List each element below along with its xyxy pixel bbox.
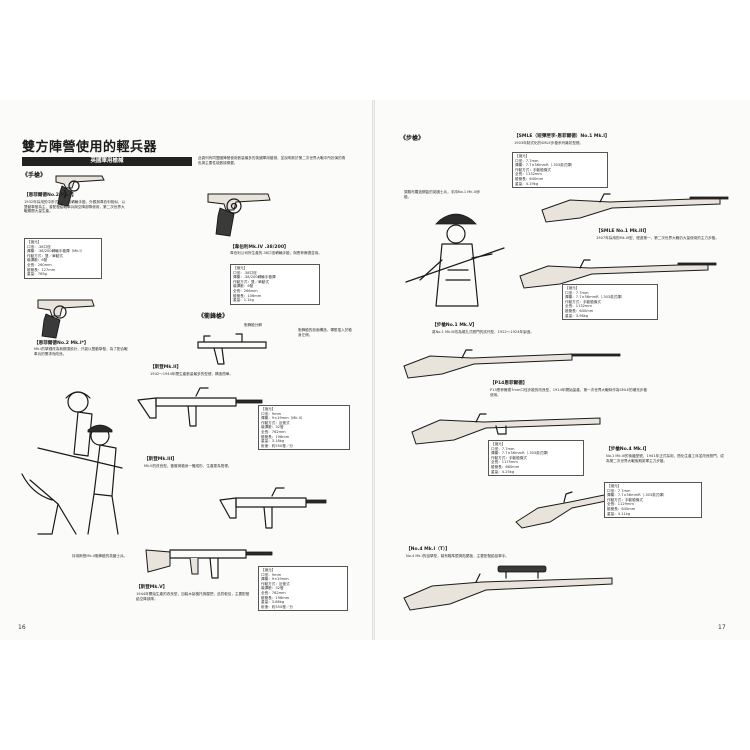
no4mk1-desc: No.1 Mk.III的後繼型號，1941年正式採用，簡化生產工序並改良照門，成…: [606, 454, 724, 463]
p14-specs: 【諸元】 口徑：7.7mm 彈藥：7.7×56mmR（.303英式彈） 作動方式…: [488, 440, 584, 477]
sten-cutaway-illustration: [197, 333, 267, 365]
sten-mk2-desc: 1942～1944年間生產數量最多的型號，構造簡單。: [150, 372, 233, 376]
enfield-no2-mk1star-desc: Mk.I的擊錘改為無鋼頂設計，只能以雙動擊發，為了配合戰車兵的需求而改良。: [34, 347, 128, 356]
p14-desc: P13恩菲爾德7mm口徑步槍的改良型，1914年開始量產，第一次世界大戰時作為S…: [490, 388, 648, 397]
smle-no1mk1-desc: 1903年制式化的SMLE步槍系列最初型號。: [514, 141, 584, 145]
no4mk1t-illustration: [403, 565, 613, 611]
smle-no1mk3-specs: 【諸元】 口徑：7.7mm 彈藥：7.7×56mmR（.303英式彈） 作動方式…: [562, 284, 658, 321]
no1mk5-illustration: [403, 349, 621, 379]
no1mk5-desc: 將No.1 Mk.III改為覘孔式照門的試作型，1922～1924年製造。: [432, 330, 534, 334]
smle-no1mk1-illustration: [541, 193, 729, 223]
smle-no1mk3-desc: 1907年採用的Mk.III型，經過第一、第二次世界大戰仍大量使用的主力步槍。: [596, 236, 719, 240]
sten-cutaway-label: 衝鋒槍分解: [244, 323, 262, 327]
sten-mk3-illustration: [219, 487, 327, 529]
enfield-no2-mk1star-label: 【恩菲爾德No.2 Mk.I*】: [34, 341, 89, 346]
sten-mk5-desc: 1944年開始生產的改良型，加裝木製槍托與握把，品質較佳，主要配發給空降部隊。: [136, 592, 250, 601]
smle-no1mk3-illustration: [519, 259, 717, 289]
no4mk1-label: 【步槍No.4 Mk.I】: [606, 447, 649, 452]
no1mk5-label: 【步槍No.1 Mk.V】: [432, 323, 477, 328]
webley-revolver-illustration: [207, 193, 271, 237]
webley-desc: 韋伯利公司所生產的.38口徑轉輪手槍，與恩菲爾德並用。: [230, 251, 322, 255]
sten-mk5-illustration: [145, 549, 273, 579]
left-page-number: 16: [18, 624, 26, 631]
sten-mk2-illustration: [137, 387, 263, 427]
webley-label: 【韋伯利Mk.IV .38/200】: [230, 245, 289, 250]
sten-photo-caption: 持用斯登Mk.II衝鋒槍的英國士兵。: [72, 554, 128, 558]
sten-soldiers-illustration: [21, 391, 123, 535]
enfield-no2-desc: 1932年採用的中折式.38口徑轉輪手槍，外觀與韋伯利相似，以雙動擊發為主，曾配…: [24, 200, 126, 214]
book-spine: [372, 100, 375, 640]
enfield-no2-label: 【恩菲爾德No.2 Mk.I】: [24, 193, 77, 198]
section-rifle: 《步槍》: [400, 135, 425, 142]
rifleman-illustration: [405, 213, 505, 307]
page-title: 雙方陣營使用的輕兵器: [22, 140, 158, 155]
right-page-number: 17: [718, 624, 726, 631]
no4mk1-specs: 【諸元】 口徑：7.7mm 彈藥：7.7×56mmR（.303英式彈） 作動方式…: [604, 482, 702, 519]
enfield-no2-revolver-illustration: [55, 175, 105, 207]
sten-mk3-label: 【斯登Mk.III】: [144, 457, 177, 462]
section-smg: 《衝鋒槍》: [198, 313, 229, 320]
intro-text: 此頁列有同盟國陣營使用數量最多的英國軍用槍械，並說明其於第二次世界大戰中所扮演的…: [198, 156, 346, 165]
enfield-no2-mk1star-illustration: [37, 299, 95, 339]
p14-illustration: [411, 413, 601, 445]
section-handgun: 《手槍》: [22, 172, 47, 179]
smle-no1mk3-label: 【SMLE No.1 Mk.III】: [596, 229, 649, 234]
soldier-caption: 頭戴布羅迪鋼盔的英國士兵，手持No.1 Mk.III步槍。: [404, 190, 481, 199]
smle-no1mk1-label: 【SMLE（短彈匣李-恩菲爾德）No.1 Mk.I】: [514, 134, 610, 139]
webley-specs: 【諸元】 口徑：.38口徑 彈藥：.38/200轉輪手槍彈 作動方式：雙／單動式…: [230, 264, 320, 305]
no4mk1t-desc: No.4 Mk.I的狙擊型，裝有瞄準鏡與貼腮板，主要配發給狙擊手。: [406, 554, 510, 558]
sten-cutaway-note: 衝鋒槍的剖面構造，彈匣插入於槍身左側。: [298, 328, 352, 337]
p14-label: 【P14恩菲爾德】: [490, 381, 528, 386]
sten-mk2-label: 【斯登Mk.II】: [150, 365, 182, 370]
sten-mk2-specs: 【諸元】 口徑：9mm 彈藥：9×19mm（Mk.II） 作動方式：反衝式 裝彈…: [258, 405, 350, 451]
smle-no1mk1-specs: 【諸元】 口徑：7.7mm 彈藥：7.7×56mmR（.303英式彈） 作動方式…: [512, 152, 608, 189]
sten-mk5-specs: 【諸元】 口徑：9mm 彈藥：9×19mm 作動方式：反衝式 裝彈數：32發 全…: [258, 566, 348, 612]
sten-mk5-label: 【斯登Mk.V】: [136, 585, 168, 590]
no4mk1t-label: 【No.4 Mk.I（T）】: [406, 547, 450, 552]
enfield-no2-specs: 【諸元】 口徑：.38口徑 彈藥：.38/200轉輪手槍彈（Mk.I） 作動方式…: [24, 238, 102, 279]
section-banner: 英國軍用槍械: [22, 157, 192, 166]
sten-mk3-desc: Mk.II的改良型，槍管與槍身一體成形，生產更為簡便。: [144, 464, 232, 468]
